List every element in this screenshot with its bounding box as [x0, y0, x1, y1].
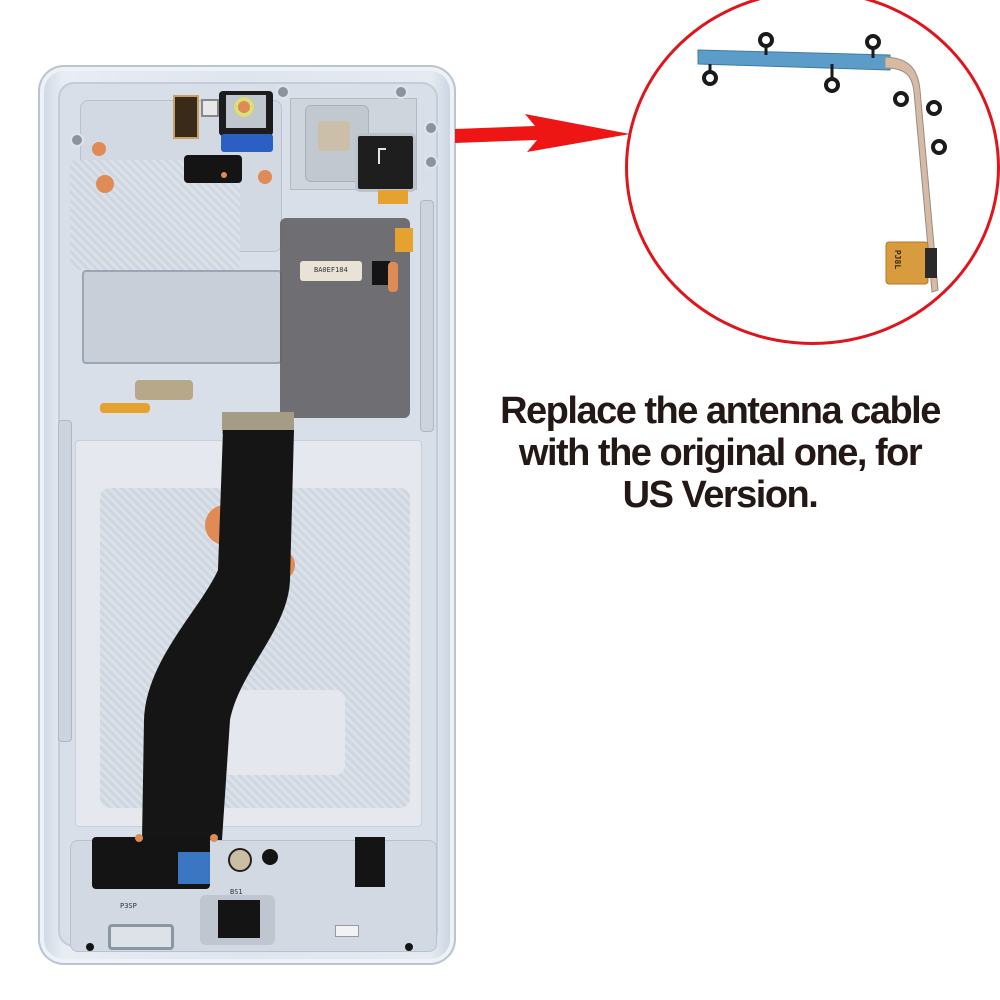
bottom-bracket-pad: [335, 925, 359, 937]
bottom-flex-black: [355, 837, 385, 887]
small-flex: [100, 403, 150, 413]
gold-contact-plate: [135, 380, 193, 400]
black-adhesive-pad: [184, 155, 242, 183]
component-label-plate: BA0EF184: [300, 261, 362, 281]
screw: [70, 133, 84, 147]
bottom-code: BS1: [230, 888, 243, 896]
caption-line-2: with the original one, for: [518, 432, 923, 474]
caption-text: Replace the antenna cable with the origi…: [470, 390, 970, 516]
speaker-grill: [108, 924, 174, 950]
flex-connector: [372, 261, 390, 285]
copper-contact: [210, 834, 218, 842]
copper-contact: [258, 170, 272, 184]
component-label: BA0EF184: [314, 266, 348, 274]
screw: [424, 121, 438, 135]
usb-port: [218, 900, 260, 938]
red-arrow-icon: [455, 114, 630, 152]
proximity-sensor: [173, 95, 199, 139]
display-flex-cable: [142, 430, 294, 840]
screw: [276, 85, 290, 99]
side-flex-chip: [395, 228, 413, 252]
sensor-marking: [378, 148, 386, 164]
flex-cable-connector: [222, 412, 294, 434]
screw-hole: [405, 943, 413, 951]
front-camera-lens: [234, 97, 254, 117]
copper-contact: [221, 172, 227, 178]
battery-shield-plate: [82, 270, 282, 364]
screw: [424, 155, 438, 169]
usb-connector-blue: [178, 852, 210, 884]
antenna-chip-label: PJ8L: [893, 249, 903, 270]
bottom-label: P3SP: [120, 902, 137, 910]
camera-connector-blue: [221, 134, 273, 152]
right-rail: [420, 200, 434, 432]
display-clear-patch: [215, 690, 345, 775]
sensor-bracket: [201, 99, 219, 117]
flex-connector-orange: [378, 190, 408, 204]
screw: [394, 85, 408, 99]
copper-strip: [388, 262, 398, 292]
copper-contact: [92, 142, 106, 156]
screw-hole: [86, 943, 94, 951]
caption-line-1: Replace the antenna cable: [500, 390, 941, 432]
antenna-cable-image: [697, 32, 947, 293]
sensor-hole: [262, 849, 278, 865]
copper-contact: [96, 175, 114, 193]
main-board-shield: [280, 218, 410, 418]
microphone-port: [228, 848, 252, 872]
copper-contact: [135, 834, 143, 842]
earpiece-grill: [318, 121, 350, 151]
caption-line-3: US Version.: [622, 474, 819, 516]
left-rail: [58, 420, 72, 742]
